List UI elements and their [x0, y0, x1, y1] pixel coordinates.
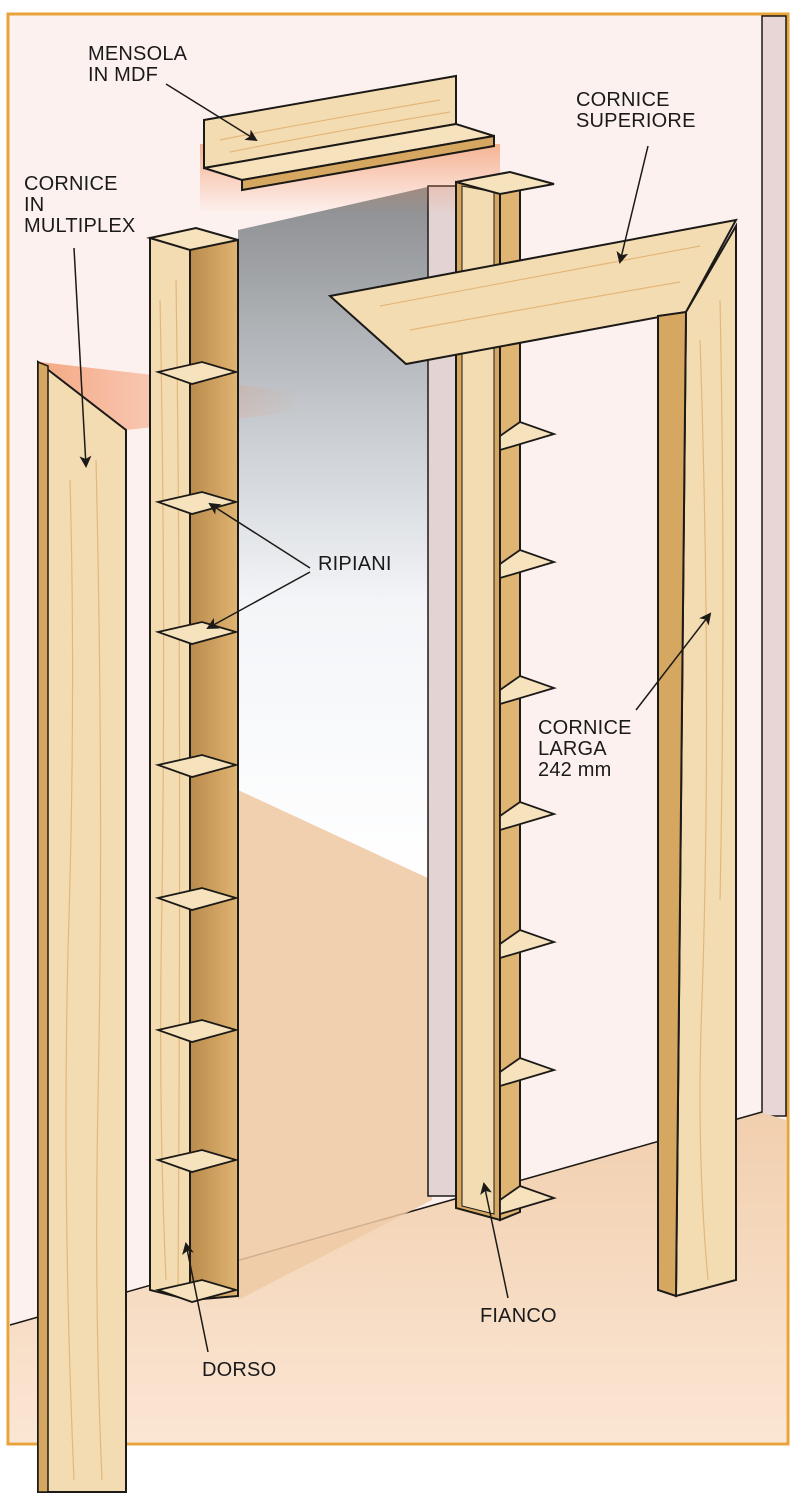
cornice-superiore-grain — [379, 245, 701, 331]
mensola-grain — [219, 99, 451, 153]
leader-arrows — [73, 83, 712, 1353]
arrow-cornice-multiplex — [73, 247, 92, 468]
doorway-floor — [238, 790, 432, 1300]
arrow-cornice-superiore — [616, 145, 649, 264]
label-dorso: DORSO — [202, 1359, 277, 1381]
mensola-front — [241, 134, 495, 192]
cornice-larga-grain — [699, 299, 724, 1281]
arrow-cornice-larga — [635, 612, 712, 711]
arrow-mensola — [165, 83, 258, 142]
cornice-multiplex-edge — [37, 360, 49, 1493]
cornice-multiplex-grain — [65, 459, 103, 1481]
label-cornice-multiplex: CORNICE IN MULTIPLEX — [24, 173, 136, 237]
wall-edge — [761, 15, 787, 1117]
arrow-dorso — [182, 1242, 209, 1353]
label-mensola: MENSOLA IN MDF — [88, 43, 188, 86]
cornice-multiplex-piece — [37, 359, 127, 1493]
cornice-larga-edge — [657, 310, 688, 1298]
label-cornice-superiore: CORNICE SUPERIORE — [576, 89, 696, 132]
floor — [10, 1112, 786, 1442]
arrow-fianco — [480, 1182, 509, 1299]
left-unit-grain — [159, 279, 181, 1291]
label-fianco: FIANCO — [480, 1305, 557, 1327]
right-unit-shelves — [499, 420, 557, 1216]
doorway-opening — [238, 186, 432, 880]
right-unit-top — [455, 170, 555, 196]
label-cornice-larga: CORNICE LARGA 242 mm — [538, 717, 632, 781]
left-unit-top — [146, 226, 239, 252]
label-ripiani: RIPIANI — [318, 553, 392, 575]
arrow-ripiani-2 — [206, 571, 311, 629]
arrow-ripiani-1 — [208, 502, 311, 569]
